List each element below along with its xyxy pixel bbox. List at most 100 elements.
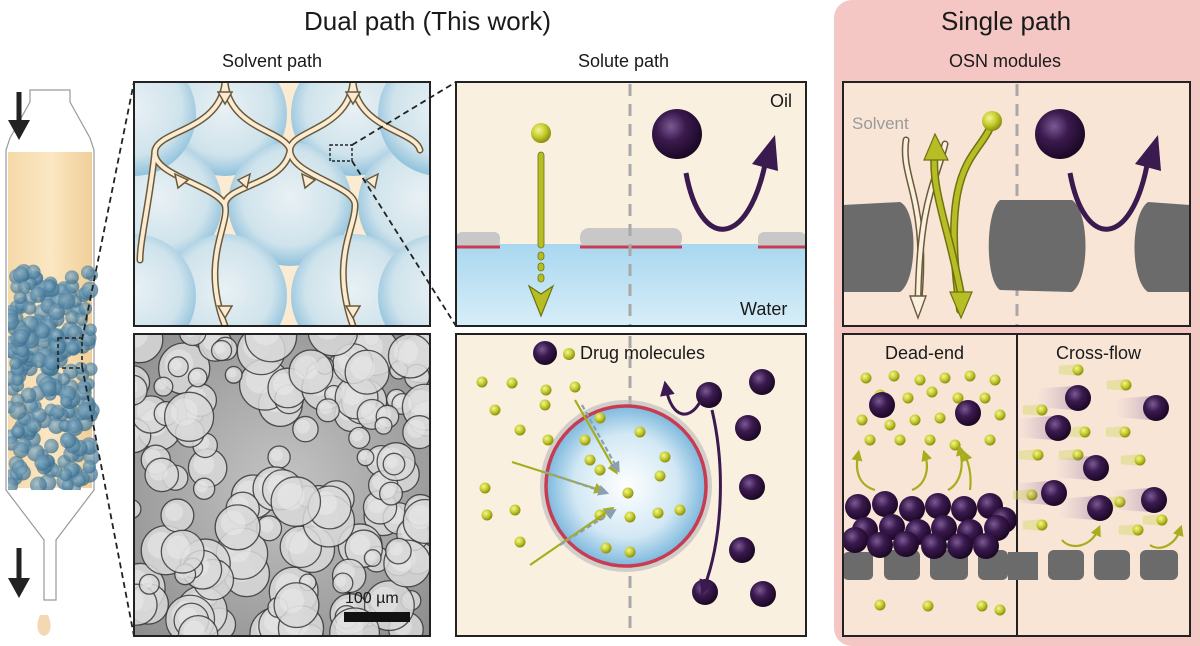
cell-highlight bbox=[360, 403, 378, 420]
large-solute-molecule bbox=[845, 494, 871, 520]
cell-highlight bbox=[170, 359, 182, 371]
cell-highlight bbox=[272, 373, 295, 395]
bead bbox=[8, 477, 19, 490]
cell-highlight bbox=[349, 534, 371, 556]
bead bbox=[43, 280, 56, 293]
cell-highlight bbox=[385, 456, 398, 468]
small-solute-molecule bbox=[884, 419, 896, 431]
bead bbox=[8, 312, 20, 331]
bead bbox=[40, 380, 57, 397]
arrow-down-icon bbox=[8, 548, 30, 598]
bead bbox=[25, 264, 41, 280]
cell-highlight bbox=[196, 480, 208, 493]
cell-highlight bbox=[366, 551, 376, 561]
bead bbox=[20, 387, 37, 404]
small-solute-molecule bbox=[894, 434, 906, 446]
solvent-path-subtitle: Solvent path bbox=[222, 51, 323, 71]
bead bbox=[61, 479, 74, 490]
cell-highlight bbox=[214, 343, 226, 355]
small-solute-molecule bbox=[622, 487, 634, 499]
cell-highlight bbox=[295, 419, 310, 434]
bead bbox=[11, 424, 25, 439]
large-solute-molecule bbox=[1065, 385, 1091, 411]
drug-molecules-label: Drug molecules bbox=[580, 343, 706, 363]
bead bbox=[29, 286, 46, 303]
bead bbox=[59, 432, 77, 449]
small-solute-molecule bbox=[1079, 426, 1091, 438]
small-solute-molecule bbox=[1156, 514, 1168, 526]
small-solute-molecule bbox=[952, 392, 964, 404]
bead bbox=[74, 361, 88, 375]
cell-highlight bbox=[294, 355, 319, 380]
small-solute-molecule bbox=[542, 434, 554, 446]
bead bbox=[50, 329, 64, 343]
cell-highlight bbox=[220, 510, 246, 536]
membrane-pores bbox=[843, 550, 1178, 580]
bead bbox=[11, 373, 24, 386]
oil-label: Oil bbox=[770, 91, 792, 111]
bead bbox=[58, 292, 76, 310]
small-solute-molecule bbox=[914, 374, 926, 386]
droplet-icon bbox=[37, 615, 51, 636]
cell-highlight bbox=[134, 334, 148, 348]
bead bbox=[34, 323, 51, 339]
large-solute-molecule bbox=[696, 382, 722, 408]
bead bbox=[29, 476, 47, 490]
large-solute-molecule bbox=[1045, 415, 1071, 441]
motion-trail bbox=[1120, 454, 1140, 466]
filtration-modes-panel bbox=[842, 333, 1191, 637]
bead bbox=[64, 270, 79, 285]
bead bbox=[43, 353, 61, 371]
small-solute-molecule bbox=[652, 507, 664, 519]
small-solute-molecule bbox=[902, 392, 914, 404]
large-solute-molecule bbox=[921, 533, 947, 559]
large-solute-molecule bbox=[869, 392, 895, 418]
cell-highlight bbox=[166, 535, 191, 560]
column-beads bbox=[8, 264, 100, 490]
large-solute-molecule bbox=[1143, 395, 1169, 421]
cell-highlight bbox=[190, 370, 201, 381]
cell-highlight bbox=[141, 576, 153, 588]
small-solute-molecule bbox=[922, 600, 934, 612]
bead bbox=[15, 464, 31, 481]
small-solute-molecule bbox=[514, 424, 526, 436]
large-solute-molecule bbox=[1087, 495, 1113, 521]
large-solute-molecule bbox=[735, 415, 761, 441]
solvent-label: Solvent bbox=[852, 114, 909, 133]
cell-highlight bbox=[316, 334, 339, 340]
cell-highlight bbox=[319, 401, 332, 415]
bead bbox=[84, 323, 97, 336]
small-solute-molecule bbox=[864, 434, 876, 446]
small-solute-molecule bbox=[540, 384, 552, 396]
large-solute-molecule bbox=[947, 533, 973, 559]
large-solute-molecule bbox=[899, 496, 925, 522]
cell-highlight bbox=[388, 541, 403, 556]
small-solute-molecule bbox=[926, 386, 938, 398]
bead bbox=[60, 395, 73, 408]
zoom-box bbox=[329, 144, 353, 162]
cell-highlight bbox=[251, 334, 280, 346]
dead-end-label: Dead-end bbox=[885, 343, 965, 363]
cell-highlight bbox=[350, 355, 375, 380]
cell-highlight bbox=[279, 588, 305, 613]
bead bbox=[13, 328, 30, 345]
motion-trail bbox=[1105, 426, 1125, 438]
small-solute-molecule bbox=[949, 439, 961, 451]
cell-highlight bbox=[406, 419, 426, 438]
cell-highlight bbox=[351, 430, 363, 442]
cell-highlight bbox=[277, 483, 305, 511]
large-solute-molecule bbox=[739, 474, 765, 500]
solute-path-panel bbox=[455, 81, 807, 327]
cell-highlight bbox=[270, 448, 283, 461]
small-solute-molecule bbox=[1072, 364, 1084, 376]
bead bbox=[75, 312, 89, 326]
small-solute-molecule bbox=[1120, 379, 1132, 391]
small-solute-molecule bbox=[654, 470, 666, 482]
bead bbox=[8, 401, 27, 420]
solvent-path-panel bbox=[133, 81, 431, 327]
cross-flow-label: Cross-flow bbox=[1056, 343, 1142, 363]
cell-highlight bbox=[335, 575, 347, 587]
small-solute-molecule bbox=[659, 451, 671, 463]
large-solute-molecule bbox=[1141, 487, 1167, 513]
small-solute-molecule bbox=[579, 434, 591, 446]
